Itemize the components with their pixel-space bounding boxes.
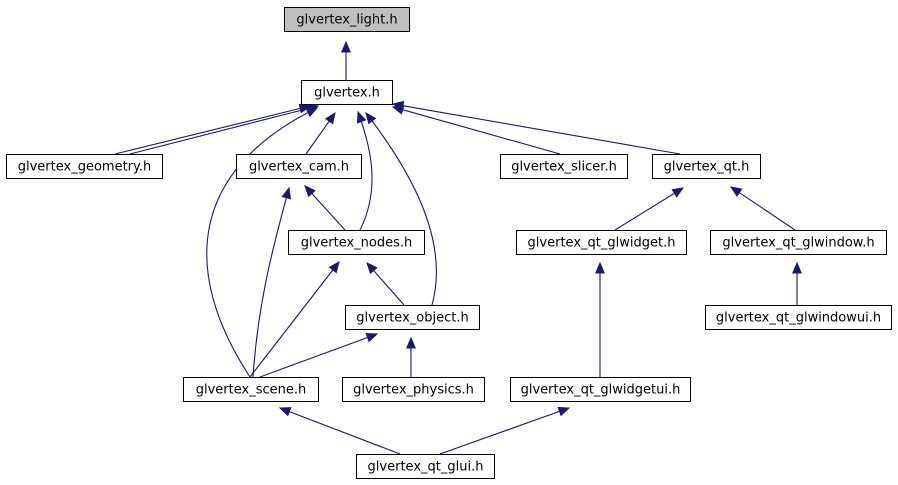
- node-glvertex-qt-h[interactable]: glvertex_qt.h: [652, 154, 761, 179]
- node-label: glvertex_nodes.h: [301, 236, 413, 251]
- edge-glvertex-qt-glwindowui-h-to-glvertex-qt-glwindow-h-arrowhead: [792, 261, 802, 274]
- node-label: glvertex_qt_glwidget.h: [528, 236, 676, 251]
- node-label: glvertex_physics.h: [353, 383, 474, 398]
- node-glvertex-qt-glui-h[interactable]: glvertex_qt_glui.h: [356, 454, 495, 479]
- node-glvertex-qt-glwindow-h[interactable]: glvertex_qt_glwindow.h: [710, 230, 887, 255]
- node-label: glvertex_qt.h: [664, 160, 750, 175]
- edge-glvertex-qt-glui-h-to-glvertex-scene-h-arrowhead: [278, 407, 292, 417]
- edge-glvertex-slicer-h-to-glvertex-h: [401, 108, 561, 155]
- edge-glvertex-scene-h-to-glvertex-object-h: [259, 336, 369, 378]
- node-glvertex-nodes-h[interactable]: glvertex_nodes.h: [288, 230, 425, 255]
- node-label: glvertex_qt_glwindow.h: [722, 236, 874, 251]
- edge-glvertex-qt-glwidget-h-to-glvertex-qt-h: [614, 192, 676, 231]
- node-glvertex-qt-glwindowui-h[interactable]: glvertex_qt_glwindowui.h: [705, 305, 892, 330]
- edge-glvertex-object-h-to-glvertex-h: [365, 112, 437, 306]
- edge-glvertex-scene-h-to-glvertex-cam-h: [252, 187, 290, 378]
- node-box: [6, 154, 163, 179]
- node-glvertex-physics-h[interactable]: glvertex_physics.h: [342, 377, 485, 402]
- node-label: glvertex.h: [314, 86, 380, 101]
- edge-glvertex-cam-h-to-glvertex-h: [305, 120, 331, 155]
- edge-glvertex-qt-glui-h-to-glvertex-qt-glwidgetui-h-arrowhead: [557, 406, 571, 417]
- nodes-layer: glvertex_light.h glvertex.h glvertex_geome…: [6, 7, 892, 479]
- edge-glvertex-scene-h-to-glvertex-h: [206, 107, 318, 378]
- edge-glvertex-qt-glwindow-h-to-glvertex-qt-h: [738, 191, 796, 231]
- node-label: glvertex_geometry.h: [18, 160, 151, 175]
- node-glvertex-cam-h[interactable]: glvertex_cam.h: [236, 154, 362, 179]
- node-box: [500, 154, 628, 179]
- edge-glvertex-cam-h-to-glvertex-h-arrowhead: [324, 111, 336, 125]
- edge-glvertex-scene-h-to-glvertex-nodes-h: [249, 268, 334, 378]
- node-label: glvertex_cam.h: [249, 160, 349, 175]
- node-box: [236, 154, 362, 179]
- edge-glvertex-scene-h-to-glvertex-nodes-h-arrowhead: [328, 260, 340, 274]
- node-box: [342, 377, 485, 402]
- edge-glvertex-qt-h-to-glvertex-h-arrowhead: [391, 100, 405, 111]
- node-label: glvertex_slicer.h: [511, 160, 617, 175]
- edge-glvertex-geometry-h-to-glvertex-h: [114, 107, 302, 155]
- node-glvertex-scene-h[interactable]: glvertex_scene.h: [183, 377, 319, 402]
- node-box: [652, 154, 761, 179]
- node-box: [710, 230, 887, 255]
- node-box: [183, 377, 319, 402]
- edge-glvertex-nodes-h-to-glvertex-cam-h-arrowhead: [304, 185, 316, 198]
- node-label: glvertex_light.h: [296, 13, 397, 28]
- node-box: [345, 305, 480, 330]
- node-glvertex-light-h[interactable]: glvertex_light.h: [284, 7, 410, 32]
- edge-glvertex-qt-glwidget-h-to-glvertex-qt-h-arrowhead: [671, 187, 685, 198]
- edge-glvertex-object-h-to-glvertex-nodes-h: [372, 269, 405, 306]
- edge-glvertex-qt-glwindow-h-to-glvertex-qt-h-arrowhead: [729, 186, 743, 197]
- edge-glvertex-qt-glui-h-to-glvertex-scene-h: [288, 410, 401, 455]
- node-label: glvertex_qt_glwidgetui.h: [521, 383, 681, 398]
- edge-glvertex-object-h-to-glvertex-h-arrowhead: [365, 111, 377, 125]
- edges-layer: [114, 40, 802, 455]
- edge-glvertex-h-to-glvertex-light-h-arrowhead: [341, 40, 351, 53]
- edge-glvertex-scene-h-to-glvertex-cam-h-arrowhead: [281, 186, 292, 200]
- node-label: glvertex_object.h: [356, 311, 468, 326]
- node-glvertex-qt-glwidgetui-h[interactable]: glvertex_qt_glwidgetui.h: [510, 377, 691, 402]
- node-label: glvertex_scene.h: [196, 383, 307, 398]
- edge-glvertex-nodes-h-to-glvertex-cam-h: [310, 192, 346, 231]
- node-box: [516, 230, 687, 255]
- edge-glvertex-nodes-h-to-glvertex-h: [357, 111, 373, 231]
- edge-glvertex-qt-glui-h-to-glvertex-qt-glwidgetui-h: [439, 410, 561, 455]
- node-box: [356, 454, 495, 479]
- node-glvertex-slicer-h[interactable]: glvertex_slicer.h: [500, 154, 628, 179]
- node-glvertex-geometry-h[interactable]: glvertex_geometry.h: [6, 154, 163, 179]
- node-glvertex-object-h[interactable]: glvertex_object.h: [345, 305, 480, 330]
- node-box: [284, 7, 410, 32]
- edge-glvertex-physics-h-to-glvertex-object-h-arrowhead: [406, 336, 416, 349]
- edge-glvertex-scene-h-to-glvertex-object-h-arrowhead: [365, 332, 379, 343]
- edge-glvertex-geometry-h-to-glvertex-h: [129, 107, 310, 155]
- edge-glvertex-qt-h-to-glvertex-h: [401, 105, 681, 155]
- node-box: [288, 230, 425, 255]
- node-box: [301, 80, 393, 105]
- node-box: [705, 305, 892, 330]
- node-glvertex-qt-glwidget-h[interactable]: glvertex_qt_glwidget.h: [516, 230, 687, 255]
- node-glvertex-h[interactable]: glvertex.h: [301, 80, 393, 105]
- node-label: glvertex_qt_glui.h: [368, 460, 484, 475]
- node-label: glvertex_qt_glwindowui.h: [716, 311, 881, 326]
- edge-glvertex-object-h-to-glvertex-nodes-h-arrowhead: [366, 262, 378, 275]
- node-box: [510, 377, 691, 402]
- edge-glvertex-qt-glwidgetui-h-to-glvertex-qt-glwidget-h-arrowhead: [595, 261, 605, 274]
- edge-glvertex-scene-h-to-glvertex-h-arrowhead: [305, 107, 319, 118]
- edge-glvertex-nodes-h-to-glvertex-h-arrowhead: [356, 110, 367, 124]
